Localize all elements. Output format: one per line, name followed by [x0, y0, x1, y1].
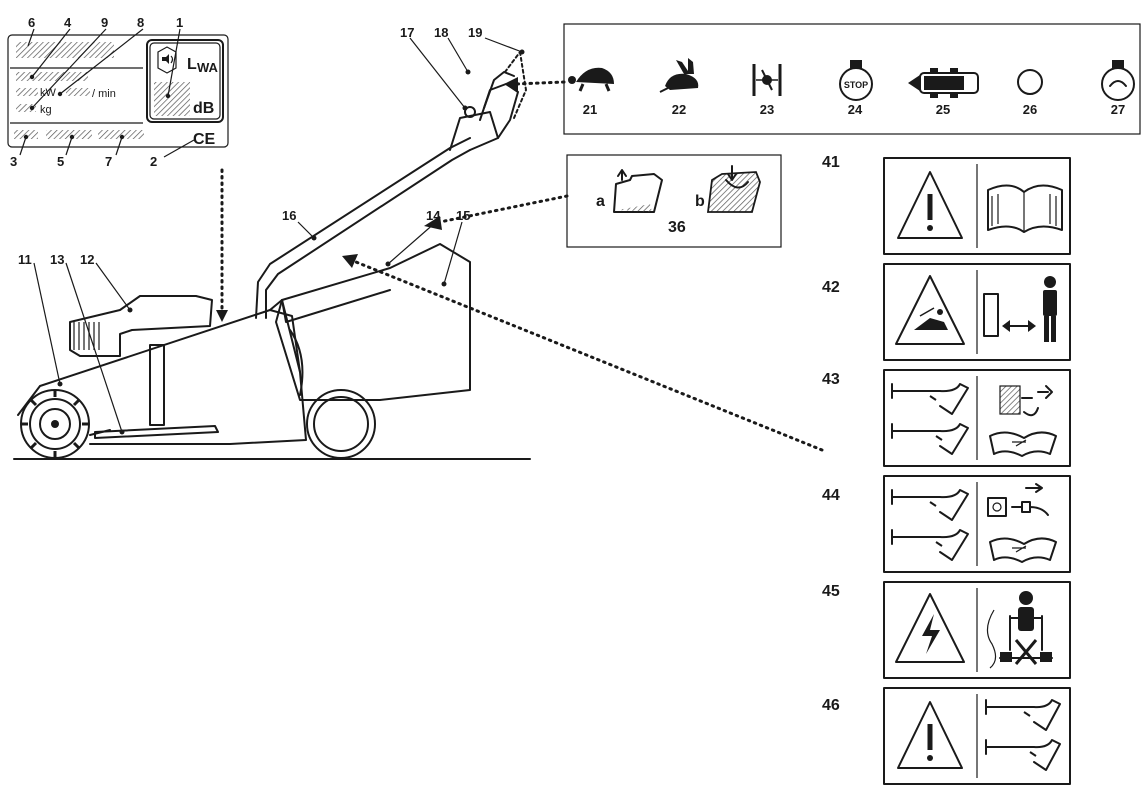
svg-text:STOP: STOP: [844, 80, 868, 90]
callout-6: 6: [28, 15, 35, 30]
blade-hazard-icon: [985, 699, 1061, 771]
callout-18: 18: [434, 25, 448, 40]
warning-triangle-icon: [897, 701, 963, 769]
callout-15: 15: [456, 208, 470, 223]
bag-state-a: a: [596, 193, 605, 210]
drive-engage-icon: [908, 68, 979, 98]
safety-label-46: [883, 687, 1071, 785]
safety-labels-column: 41 42 43 44 45 46: [822, 154, 1071, 785]
db-label: dB: [193, 100, 214, 117]
callout-42: 42: [822, 279, 840, 296]
electric-hazard-icon: [895, 593, 965, 663]
rabbit-icon: [659, 58, 699, 93]
safety-label-44: [883, 475, 1071, 573]
callout-4: 4: [64, 15, 72, 30]
safety-label-41: [883, 157, 1071, 255]
turtle-icon: [568, 67, 614, 92]
throttle-mid-icon: [752, 64, 782, 96]
plate-field-6: [16, 42, 114, 58]
unit-kg: kg: [40, 104, 52, 116]
callout-2: 2: [150, 154, 157, 169]
callout-1: 1: [176, 15, 183, 30]
ce-mark: CE: [193, 131, 216, 148]
warning-triangle-icon: [897, 171, 963, 239]
labels-location-arrow: [354, 260, 824, 452]
callout-23: 23: [760, 102, 774, 117]
blade-hazard-icon: [891, 489, 969, 561]
controls-symbols-panel: STOP 21 22 23 24 25 26 27: [563, 23, 1141, 135]
callout-43: 43: [822, 371, 840, 388]
callout-17: 17: [400, 25, 414, 40]
callout-12: 12: [80, 252, 94, 267]
callout-22: 22: [672, 102, 686, 117]
read-manual-icon: [987, 184, 1063, 233]
lwa-label: L: [187, 56, 197, 73]
callout-25: 25: [936, 102, 950, 117]
callout-9: 9: [101, 15, 108, 30]
operator-cable-icon: [986, 591, 1053, 669]
lwa-subscript: WA: [197, 60, 219, 75]
safety-label-42: [883, 263, 1071, 361]
lawn-mower-drawing: 11 13 12 16 17 18 19 14 15: [13, 25, 531, 460]
lwa-box: [146, 39, 224, 123]
callout-19: 19: [468, 25, 482, 40]
engine-run-icon: [1101, 60, 1135, 101]
callout-36: 36: [668, 219, 686, 236]
callout-27: 27: [1111, 102, 1125, 117]
thrown-object-warning-icon: [895, 275, 965, 345]
unit-rpm: / min: [92, 88, 116, 100]
callout-41: 41: [822, 154, 840, 171]
callout-8: 8: [137, 15, 144, 30]
callout-21: 21: [583, 102, 597, 117]
callout-44: 44: [822, 487, 840, 504]
callout-5: 5: [57, 154, 64, 169]
callout-11: 11: [18, 252, 32, 267]
ring-icon: [1017, 69, 1043, 95]
callout-46: 46: [822, 697, 840, 714]
rating-plate: kW / min kg L WA dB CE 6: [7, 15, 229, 169]
callout-24: 24: [848, 102, 863, 117]
blade-hazard-icon: [891, 383, 969, 455]
callout-45: 45: [822, 583, 840, 600]
stop-engine-icon: STOP: [839, 60, 873, 101]
bag-state-b: b: [695, 193, 705, 210]
unit-kw: kW: [40, 87, 57, 99]
callout-26: 26: [1023, 102, 1037, 117]
callout-3: 3: [10, 154, 17, 169]
controls-location-arrow: [514, 80, 566, 86]
keep-distance-icon: [983, 276, 1057, 342]
bag-indicator-panel: a b 36: [566, 154, 782, 248]
safety-label-43: [883, 369, 1071, 467]
disconnect-spark-plug-icon: [989, 385, 1057, 457]
callout-7: 7: [105, 154, 112, 169]
callout-13: 13: [50, 252, 64, 267]
unplug-power-icon: [987, 483, 1057, 563]
callout-16: 16: [282, 208, 296, 223]
plate-field-4: [16, 72, 88, 81]
sound-power-icon: [157, 46, 177, 74]
bag-location-arrow: [438, 194, 569, 224]
safety-label-45: [883, 581, 1071, 679]
